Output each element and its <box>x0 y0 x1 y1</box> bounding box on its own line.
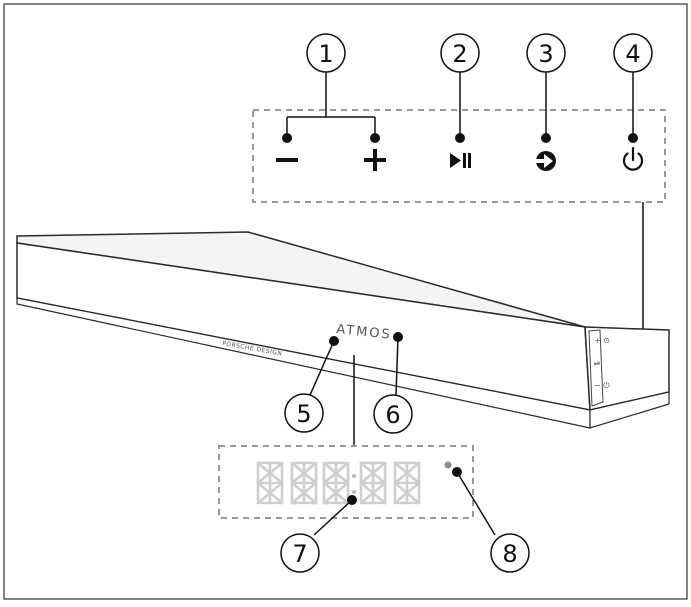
callout-3-number: 3 <box>538 40 553 68</box>
display-colon-lower <box>352 490 356 494</box>
bar-display-text: ATMOS <box>336 322 393 343</box>
volume-down-button[interactable] <box>276 158 298 162</box>
display-digit <box>393 461 421 505</box>
display-digit <box>256 461 284 505</box>
power-icon <box>622 146 644 171</box>
callout-1-number: 1 <box>318 40 333 68</box>
callout-7: 7 <box>280 533 320 573</box>
display-segment <box>256 481 284 505</box>
plus-icon <box>364 149 386 171</box>
display-digit <box>322 461 350 505</box>
button-panel-box <box>252 109 666 203</box>
callout-2: 2 <box>440 33 480 73</box>
play-pause-button[interactable] <box>450 153 471 168</box>
callout-7-leader <box>313 499 353 536</box>
display-digit <box>290 461 318 505</box>
display-segments <box>256 461 421 505</box>
display-segment <box>359 481 387 505</box>
display-segment <box>290 461 318 485</box>
callout-6-leader <box>395 336 399 396</box>
volume-up-button[interactable] <box>364 149 386 171</box>
callout-3-dot <box>541 133 551 143</box>
play-pause-icon <box>450 153 471 168</box>
minus-icon <box>276 158 298 162</box>
callout-5-leader <box>309 340 335 396</box>
status-led <box>444 461 452 469</box>
callout-4-number: 4 <box>625 40 640 68</box>
display-segment <box>322 461 350 485</box>
callout-2-dot <box>455 133 465 143</box>
callout-6-number: 6 <box>385 401 400 429</box>
callout-8-number: 8 <box>502 540 517 568</box>
callout-1-leader <box>286 72 376 137</box>
display-segment <box>290 481 318 505</box>
display-segment <box>256 461 284 485</box>
callout-1-dot-plus <box>370 133 380 143</box>
callout-4-dot <box>628 133 638 143</box>
side-control-panel <box>588 329 604 407</box>
callout-1: 1 <box>306 33 346 73</box>
display-panel-box <box>218 445 474 519</box>
callout-5-number: 5 <box>296 400 311 428</box>
display-digit <box>359 461 387 505</box>
soundbar: + ⊙ ⏯ − ⏻ ATMOS PORSCHE DESIGN <box>16 231 670 429</box>
callout-4: 4 <box>613 33 653 73</box>
display-segment <box>322 481 350 505</box>
source-button[interactable] <box>536 151 556 171</box>
side-panel-play-label: ⏯ <box>594 359 600 368</box>
display-segment <box>359 461 387 485</box>
callout-8-leader <box>456 471 496 536</box>
display-segment <box>393 481 421 505</box>
callout-7-number: 7 <box>292 540 307 568</box>
soundbar-end-base <box>589 391 670 429</box>
callout-5: 5 <box>284 393 324 433</box>
figure-frame <box>3 3 688 600</box>
side-panel-plus-label: + ⊙ <box>594 336 610 345</box>
callout-3: 3 <box>526 33 566 73</box>
display-colon-upper <box>352 474 356 478</box>
callout-2-number: 2 <box>452 40 467 68</box>
source-icon <box>536 151 556 171</box>
callout-6: 6 <box>373 394 413 434</box>
display-segment <box>393 461 421 485</box>
side-panel-minus-label: − ⏻ <box>594 381 610 390</box>
callout-1-dot-minus <box>282 133 292 143</box>
power-button[interactable] <box>622 146 644 171</box>
callout-8: 8 <box>490 533 530 573</box>
